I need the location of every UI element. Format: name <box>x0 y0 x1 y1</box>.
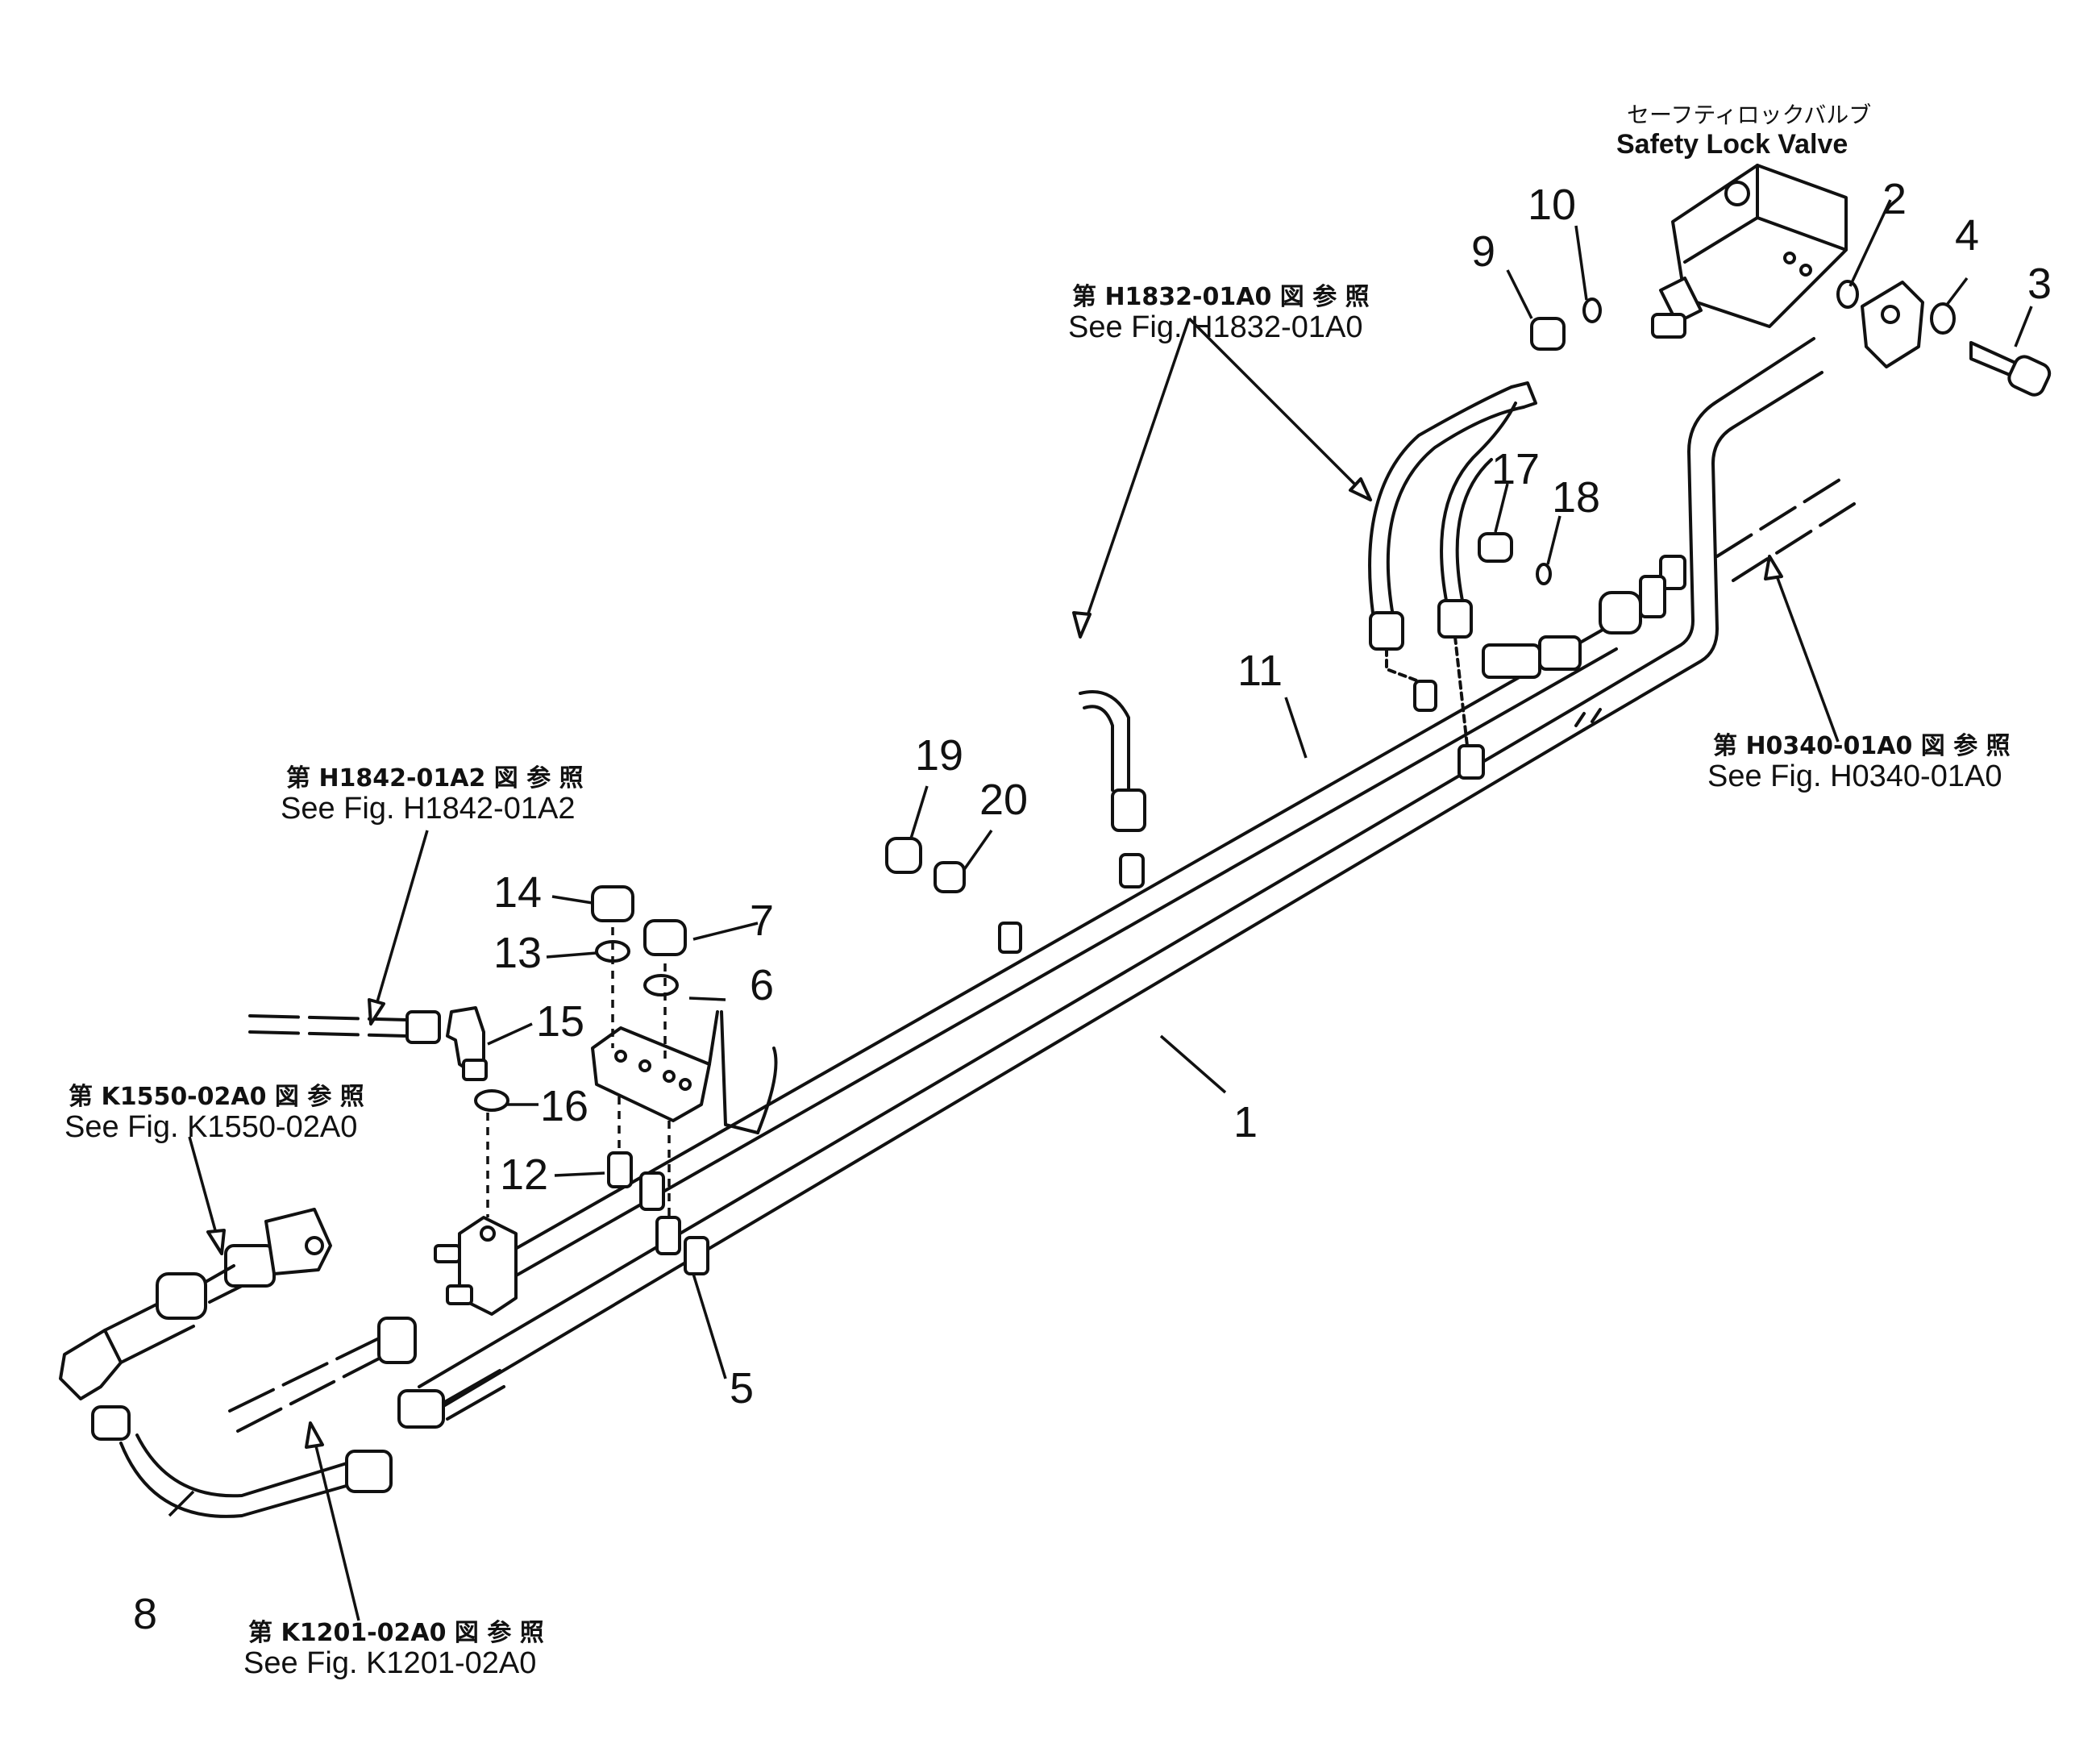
tube-1 <box>418 337 1823 1413</box>
part-number-13: 13 <box>493 929 542 977</box>
ref-h1842-jp: 第 H1842-01A2 図 参 照 <box>286 764 584 793</box>
part-number-4: 4 <box>1955 211 1979 260</box>
part-number-17: 17 <box>1491 445 1540 493</box>
pipe-h0340 <box>1715 474 1856 582</box>
ref-k1550-jp: 第 K1550-02A0 図 参 照 <box>69 1083 364 1111</box>
ref-h1832-jp: 第 H1832-01A0 図 参 照 <box>1072 283 1370 311</box>
part-number-12: 12 <box>500 1150 548 1199</box>
leader-lines <box>188 317 1840 1621</box>
part-number-15: 15 <box>536 997 584 1046</box>
bolts-12 <box>607 1096 709 1275</box>
safety-lock-valve-body <box>1651 164 1848 339</box>
swivel-k1550 <box>59 1208 332 1400</box>
part-leaders <box>168 199 2033 1517</box>
part-number-9: 9 <box>1471 227 1495 276</box>
manifold-block <box>434 1113 518 1316</box>
ref-h1832-en: See Fig. H1832-01A0 <box>1068 310 1362 344</box>
hose-short <box>1079 690 1146 832</box>
part-number-18: 18 <box>1552 473 1600 522</box>
part-number-14: 14 <box>493 868 542 917</box>
bolt-3 <box>1969 341 2052 397</box>
safety-lock-valve-label-en: Safety Lock Valve <box>1616 129 1848 160</box>
bracket-plate <box>591 927 778 1134</box>
part-number-5: 5 <box>730 1364 754 1413</box>
ref-h0340-en: See Fig. H0340-01A0 <box>1707 759 2002 793</box>
flange-2 <box>1861 281 1924 368</box>
safety-lock-valve-label-jp: セーフティロックバルブ <box>1627 102 1871 128</box>
ref-h1842-en: See Fig. H1842-01A2 <box>281 792 575 826</box>
part-number-10: 10 <box>1528 181 1576 229</box>
part-number-1: 1 <box>1233 1098 1258 1146</box>
part-number-11: 11 <box>1237 647 1283 695</box>
ref-k1550-en: See Fig. K1550-02A0 <box>64 1110 357 1144</box>
part-number-3: 3 <box>2027 260 2052 308</box>
nuts-14-7 <box>591 885 687 956</box>
tube-11 <box>498 627 1618 1279</box>
ref-k1201-jp: 第 K1201-02A0 図 参 照 <box>248 1619 544 1647</box>
hose-k1201 <box>228 1317 505 1433</box>
part-number-16: 16 <box>540 1082 588 1130</box>
part-number-6: 6 <box>750 961 774 1009</box>
ref-k1201-en: See Fig. K1201-02A0 <box>243 1646 536 1680</box>
ref-h0340-jp: 第 H0340-01A0 図 参 照 <box>1713 732 2011 760</box>
elbow-15 <box>248 1006 488 1081</box>
part-number-8: 8 <box>133 1590 157 1638</box>
hoses-h1832 <box>1368 381 1537 747</box>
small-parts <box>885 317 1666 893</box>
part-number-19: 19 <box>915 731 963 780</box>
part-number-2: 2 <box>1882 175 1907 223</box>
part-number-7: 7 <box>750 897 774 945</box>
part-number-20: 20 <box>979 776 1028 824</box>
fittings <box>998 555 1686 954</box>
washers <box>474 280 1956 1112</box>
hose-8 <box>91 1405 393 1518</box>
